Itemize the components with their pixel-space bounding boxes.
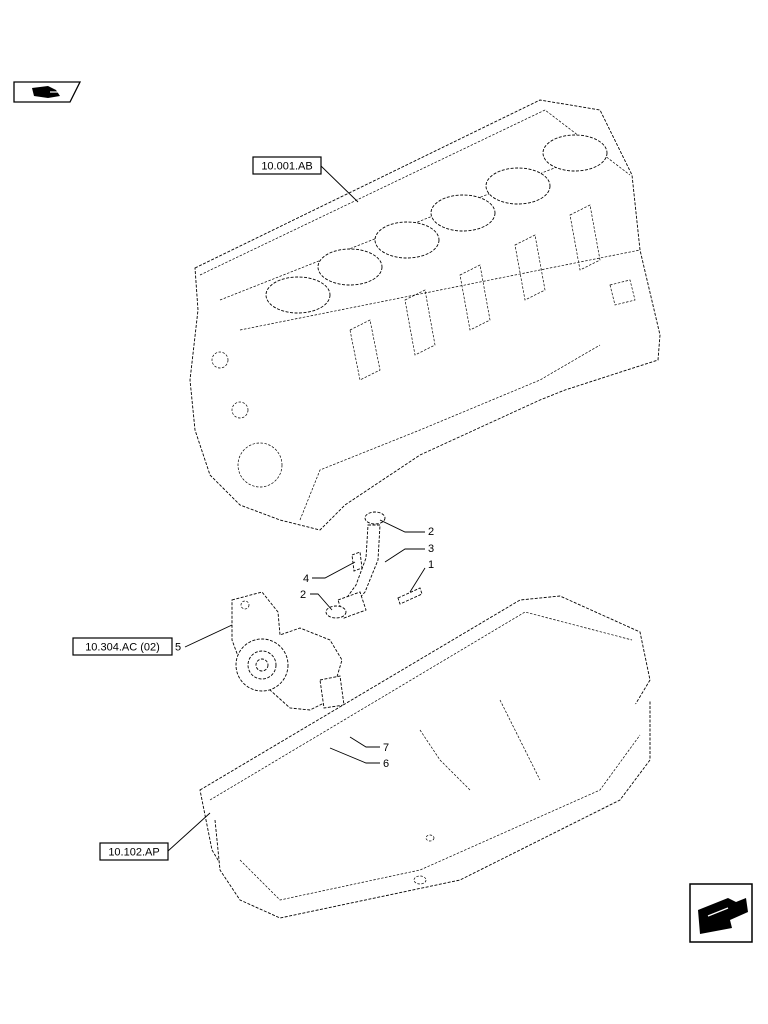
ref-engine-block-label: 10.001.AB <box>261 161 312 173</box>
next-page-arrow-icon[interactable] <box>689 883 753 943</box>
ref-engine-block[interactable]: 10.001.AB <box>252 156 322 175</box>
callout-2-lower: 2 <box>300 589 306 601</box>
oil-suction-pipe <box>325 511 423 619</box>
callout-3: 3 <box>428 543 434 555</box>
ref-oil-sump-label: 10.102.AP <box>108 847 159 859</box>
book-hand-icon[interactable] <box>13 81 82 103</box>
callout-1: 1 <box>428 559 434 571</box>
callout-4: 4 <box>303 573 309 585</box>
callout-7: 7 <box>383 742 389 754</box>
ref-oil-pump-label: 10.304.AC (02) <box>85 642 160 654</box>
ref-oil-sump[interactable]: 10.102.AP <box>99 842 169 861</box>
callout-6: 6 <box>383 758 389 770</box>
ref-oil-pump[interactable]: 10.304.AC (02) <box>72 637 173 656</box>
callout-2-upper: 2 <box>428 526 434 538</box>
callout-5: 5 <box>175 642 181 654</box>
engine-block <box>189 99 661 531</box>
oil-sump <box>199 595 651 919</box>
oil-pump <box>231 591 345 711</box>
